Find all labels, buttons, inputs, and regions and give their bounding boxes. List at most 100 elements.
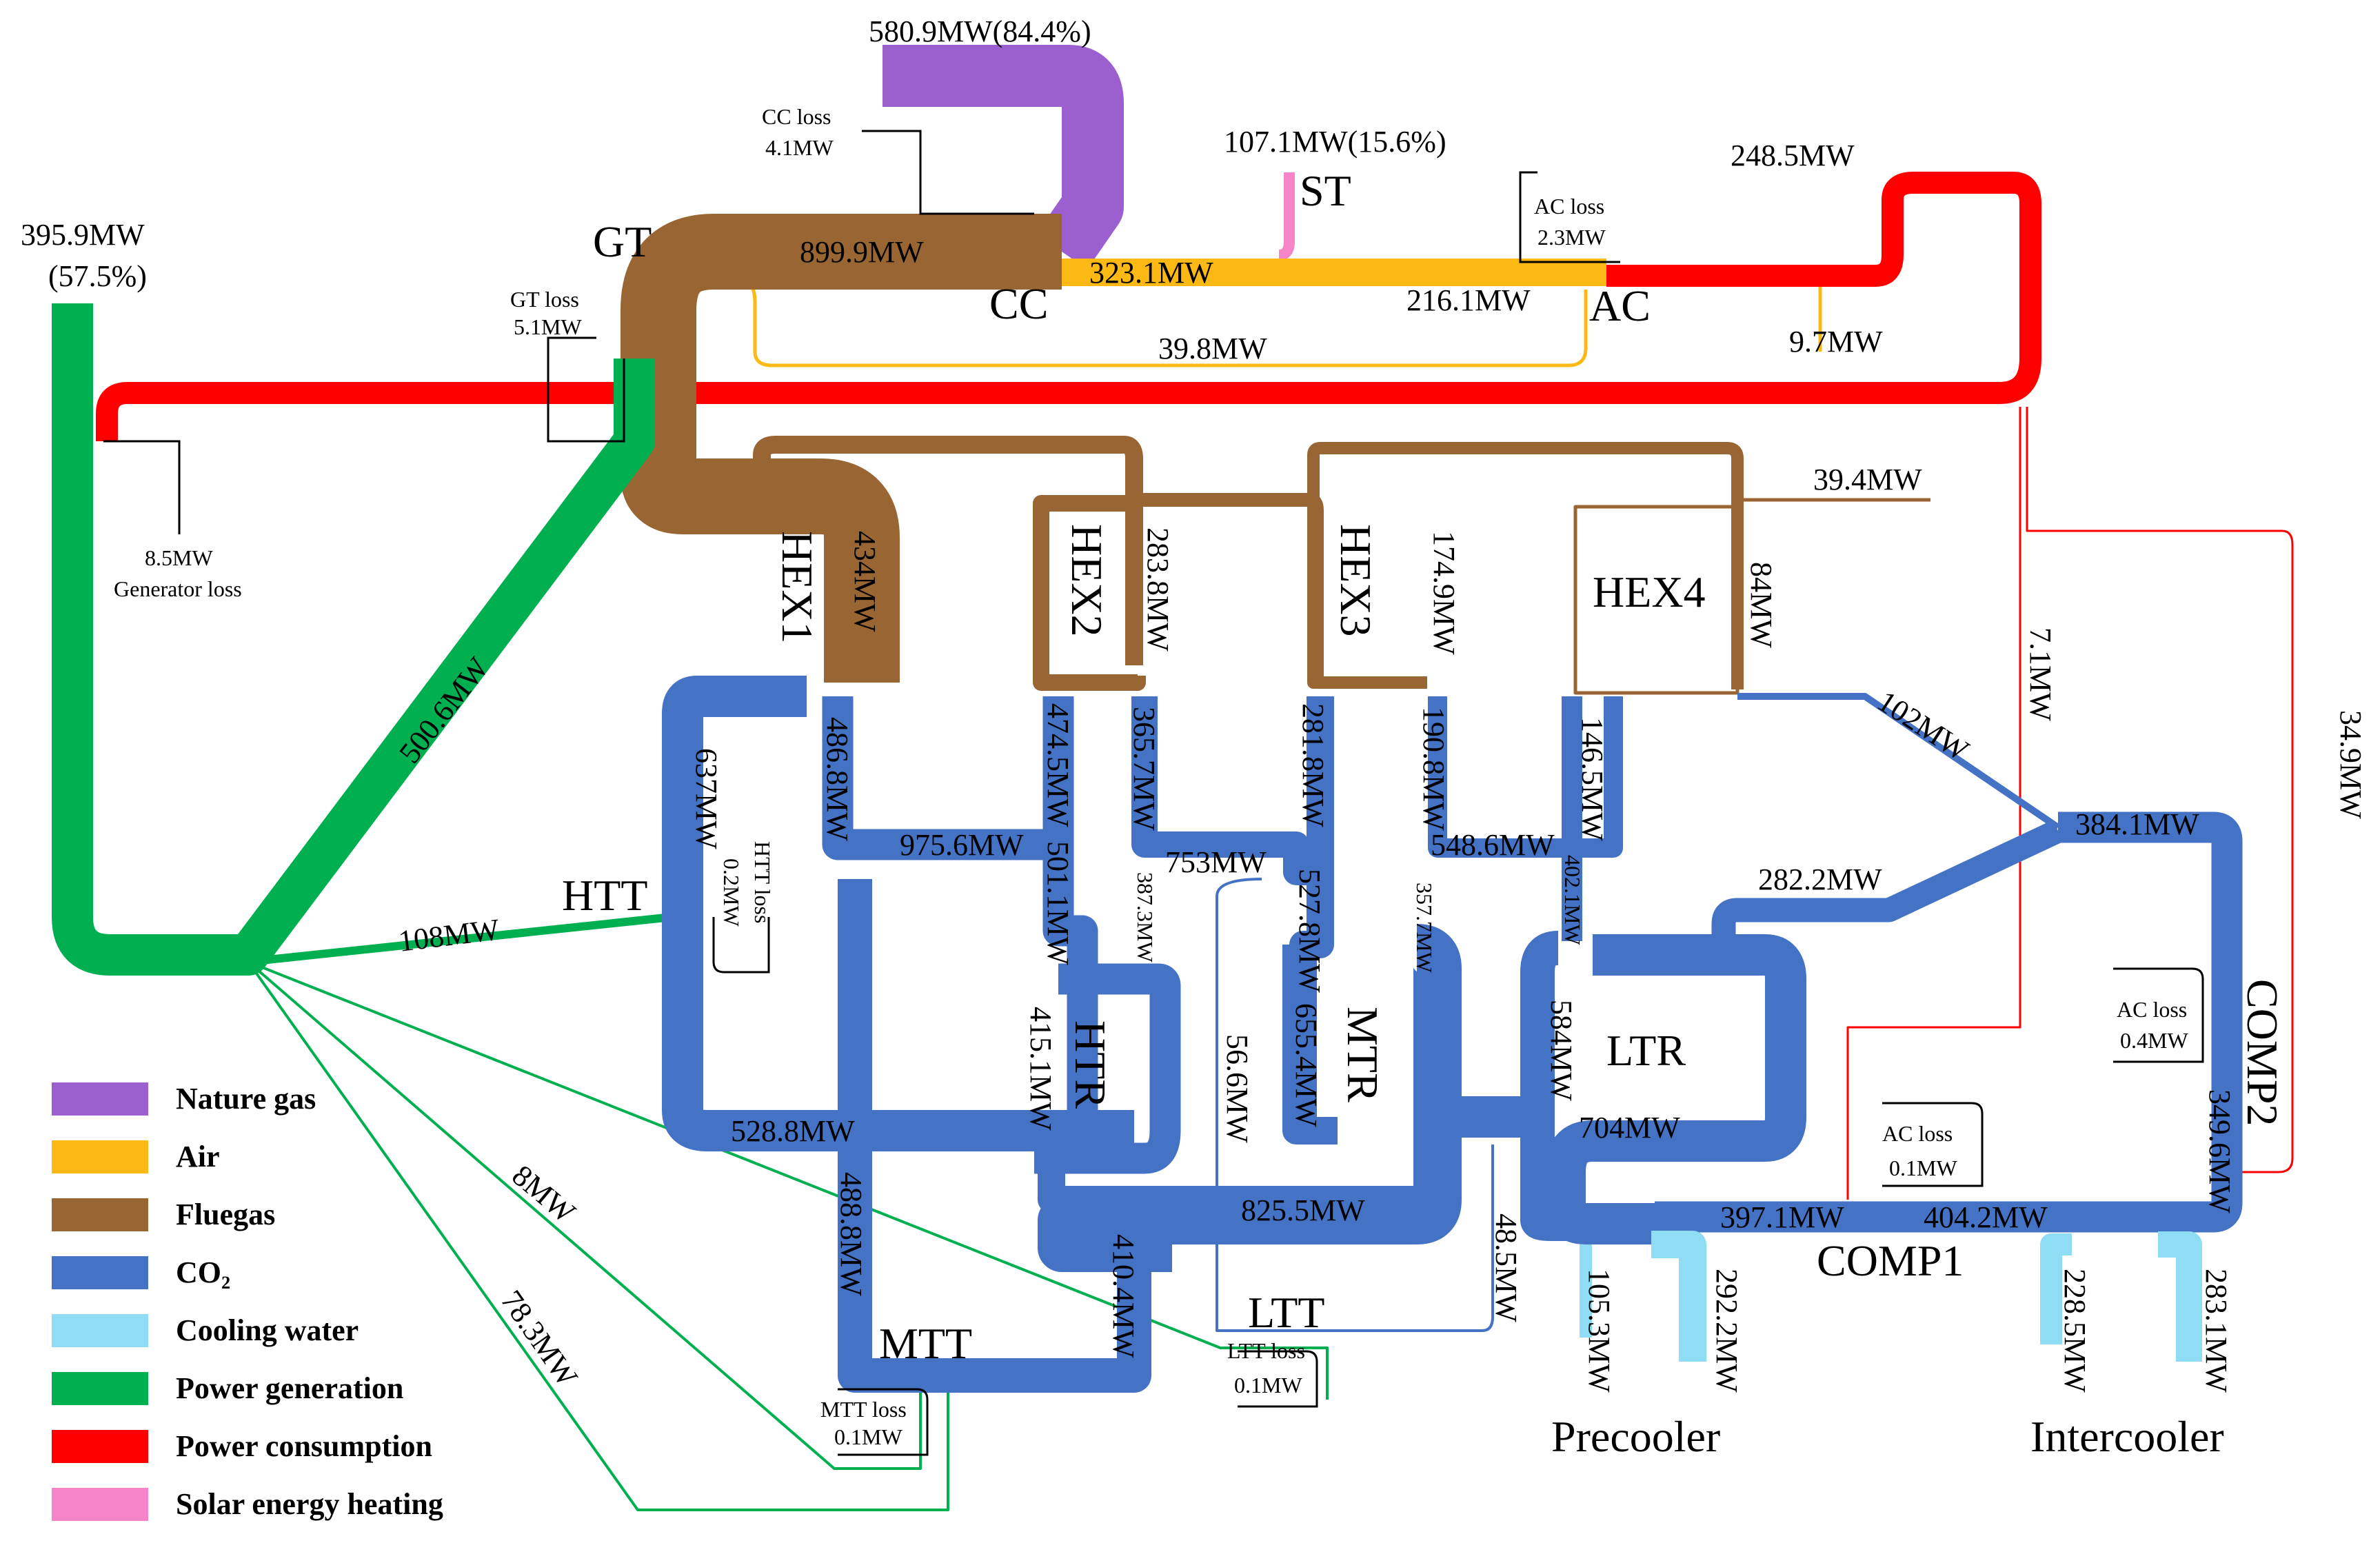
gt-loss-callout: [547, 336, 625, 443]
ltr-label: LTR: [1606, 1026, 1686, 1075]
gt-fluegas-flow: [621, 214, 1062, 683]
comp2-loss-label-2: 0.4MW: [2120, 1028, 2188, 1053]
cc-loss-label-1: CC loss: [762, 104, 831, 129]
co2-2818-label: 281.8MW: [1296, 703, 1330, 827]
htt-label: HTT: [562, 871, 647, 920]
power-7-1-flow: [1846, 407, 2021, 1200]
hex2-flow-label: 283.8MW: [1141, 527, 1175, 652]
legend-label: Solar energy heating: [176, 1487, 443, 1521]
co2-8255-label: 825.5MW: [1241, 1193, 1365, 1227]
intercooler-label: Intercooler: [2030, 1412, 2224, 1461]
legend-swatch: [52, 1430, 148, 1463]
hex3-flow-label: 174.9MW: [1427, 531, 1461, 655]
hex1-label: HEX1: [773, 531, 822, 644]
co2-5278-label: 527.8MW: [1293, 869, 1327, 993]
air-97-label: 9.7MW: [1789, 325, 1883, 359]
co2-4104-label: 410.4MW: [1107, 1234, 1140, 1358]
power-349-label: 34.9MW: [2334, 710, 2368, 819]
power-out-label-1: 395.9MW: [21, 218, 145, 252]
co2-6554-label: 655.4MW: [1289, 1003, 1323, 1127]
mtt-loss-label-1: MTT loss: [820, 1397, 907, 1422]
ac-loss-label-2: 2.3MW: [1537, 225, 1606, 250]
comp1-label: COMP1: [1817, 1236, 1964, 1285]
hex3-shell: [1307, 442, 1744, 689]
fluegas-394-label: 39.4MW: [1813, 463, 1922, 496]
unit-labels: GT CC ST AC HEX1 HEX2 HEX3 HEX4 HTT MTT …: [562, 166, 2287, 1461]
co2-753-label: 753MW: [1165, 845, 1267, 879]
comp2-loss-callout: [2113, 967, 2204, 1063]
hex3-label: HEX3: [1331, 524, 1380, 637]
ac-label: AC: [1589, 281, 1651, 330]
co2-hex2-right: [1131, 696, 1324, 885]
gas-flow: [883, 45, 1124, 270]
co2-637-label: 637MW: [689, 748, 723, 849]
ac-loss-label-1: AC loss: [1534, 194, 1604, 219]
gen-loss-label-1: 8.5MW: [145, 545, 213, 570]
precooler-label: Precooler: [1551, 1412, 1720, 1461]
comp1-loss-callout: [1882, 1102, 1984, 1187]
mtt-loss-callout: [838, 1388, 929, 1456]
co2-566-label: 56.6MW: [1220, 1034, 1254, 1143]
ac-power-flow: [96, 172, 2041, 441]
co2-566: [1216, 878, 1494, 1332]
co2-4745-label: 474.5MW: [1041, 703, 1075, 827]
power-108-flow: [248, 913, 673, 966]
cc-loss-label-2: 4.1MW: [765, 135, 834, 160]
co2-485-label: 48.5MW: [1489, 1213, 1523, 1322]
legend-swatch: [52, 1314, 148, 1347]
legend-swatch: [52, 1372, 148, 1405]
co2-5486-label: 548.6MW: [1431, 828, 1555, 862]
legend-label: Power generation: [176, 1371, 403, 1405]
legend-swatch: [52, 1488, 148, 1521]
legend-label: CO₂: [176, 1255, 230, 1289]
co2-hex1-down: [822, 696, 1051, 860]
legend-label: Nature gas: [176, 1082, 316, 1116]
co2-ltr-left: [1520, 931, 1682, 1241]
solar-flow: [1278, 172, 1295, 261]
cw-1053-label: 105.3MW: [1582, 1269, 1616, 1393]
co2-3971-label: 397.1MW: [1720, 1200, 1844, 1234]
co2-9756-label: 975.6MW: [900, 828, 1024, 862]
co2-4042-label: 404.2MW: [1924, 1200, 2048, 1234]
co2-5288-label: 528.8MW: [731, 1114, 855, 1148]
mtt-label: MTT: [879, 1319, 972, 1368]
htr-label: HTR: [1066, 1020, 1115, 1109]
power-78-flow: [247, 960, 949, 1511]
power-108-label: 108MW: [396, 912, 501, 958]
legend-swatch: [52, 1256, 148, 1289]
legend-label: Cooling water: [176, 1313, 359, 1347]
co2-2822-label: 282.2MW: [1758, 863, 1882, 896]
cw-2831-label: 283.1MW: [2199, 1269, 2233, 1393]
ltt-loss-label-1: LTT loss: [1227, 1338, 1305, 1363]
co2-102: [1737, 693, 2060, 831]
cw-2285-label: 228.5MW: [2058, 1269, 2092, 1393]
cc-loss-callout: [862, 130, 1034, 215]
co2-hex1-htt: [662, 676, 1134, 1151]
co2-htr: [1034, 963, 1181, 1174]
gt-loss-label-2: 5.1MW: [514, 314, 582, 339]
co2-102-label: 102MW: [1872, 684, 1975, 767]
cw-precooler-out: [1651, 1231, 1706, 1362]
htt-loss-label-2: 0.2MW: [719, 858, 744, 927]
air-bypass-label: 39.8MW: [1158, 332, 1267, 365]
co2-4868-label: 486.8MW: [820, 717, 854, 841]
co2-2822: [1711, 820, 2064, 955]
legend-swatch: [52, 1140, 148, 1173]
co2-mtr-down: [1282, 945, 1338, 1144]
power-8-flow: [247, 960, 922, 1470]
co2-hex2-left: [1042, 696, 1098, 1172]
hex4-label: HEX4: [1593, 567, 1706, 616]
mtr-label: MTR: [1338, 1007, 1387, 1102]
gen-loss-label-2: Generator loss: [114, 576, 242, 601]
gen-loss-callout: [103, 440, 181, 534]
legend-label: Power consumption: [176, 1429, 432, 1463]
co2-3841-label: 384.1MW: [2075, 807, 2199, 841]
cw-intercooler-in: [2040, 1233, 2072, 1344]
legend-label: Fluegas: [176, 1198, 275, 1231]
hex2-shell: [1033, 495, 1146, 691]
htt-loss-label-1: HTT loss: [750, 841, 775, 923]
co2-4151-label: 415.1MW: [1024, 1007, 1058, 1131]
power-output-flow: [52, 303, 655, 976]
co2-hex3-right: [1428, 696, 1623, 858]
